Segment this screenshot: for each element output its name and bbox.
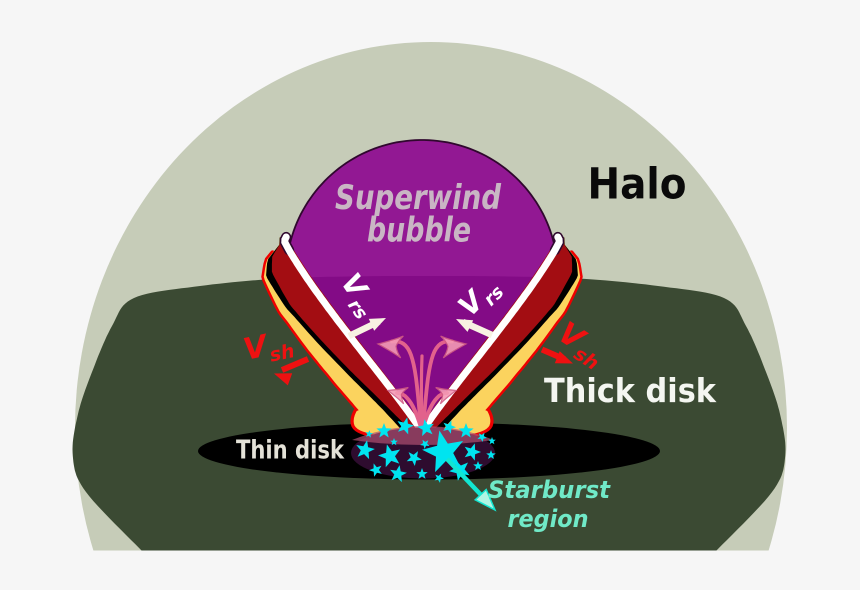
vrs-arrowhead — [456, 319, 474, 332]
starburst-arrow — [445, 457, 497, 512]
star-icon — [416, 468, 428, 479]
vrs-arrow-left — [347, 318, 386, 339]
vsh-subscript: sh — [268, 340, 297, 367]
vsh-arrowhead — [274, 373, 293, 386]
vsh-arrowhead — [554, 351, 573, 364]
outflow-arrowheads — [376, 335, 468, 405]
star-icon — [378, 444, 401, 468]
starburst-label-line2: region — [508, 505, 589, 533]
vsh-arrow-left — [274, 356, 310, 386]
star-icon — [365, 430, 373, 438]
star-icon — [397, 417, 414, 435]
star-icon — [390, 465, 407, 483]
halo-label: Halo — [588, 160, 687, 210]
star-icon — [420, 439, 430, 449]
star-icon — [486, 450, 496, 459]
fountain-stem — [419, 354, 424, 429]
star-icon — [477, 432, 487, 442]
fountain-stem — [390, 339, 423, 428]
star-icon — [376, 423, 392, 438]
starburst-arrow-shaft — [445, 457, 484, 498]
fountain-stem — [421, 339, 454, 428]
starburst-label-line1: Starburst — [488, 476, 611, 504]
star-icon — [464, 443, 481, 461]
shock-shell-right — [421, 231, 583, 447]
thick-disk-label: Thick disk — [544, 371, 717, 410]
vrs-arrowhead — [368, 318, 386, 331]
outflow-arrowhead — [386, 386, 409, 405]
star-icon — [417, 419, 434, 437]
bubble-label-line2: bubble — [367, 211, 471, 251]
figure-clip-group: Superwind bubble Thin disk Vrs Vrs Vsh V… — [72, 42, 787, 551]
outflow-arrowhead — [376, 335, 404, 359]
vsh-arrow-shaft — [280, 356, 310, 373]
shock-shell-left — [261, 231, 423, 447]
star-icon — [422, 430, 464, 473]
star-icon — [473, 461, 483, 470]
star-icon — [458, 423, 474, 438]
bubble-label-line1: Superwind — [335, 178, 502, 218]
starburst-arrowhead — [473, 488, 497, 512]
star-icon — [434, 473, 444, 483]
star-icon — [390, 438, 398, 446]
star-icon — [356, 440, 375, 460]
outflow-arrowhead — [440, 335, 468, 359]
star-icon — [369, 463, 382, 477]
superwind-bubble-region — [285, 140, 559, 432]
star-icon — [406, 451, 422, 466]
thin-disk-label: Thin disk — [236, 436, 345, 466]
bubble-outline — [288, 139, 556, 245]
star-icon — [488, 437, 496, 445]
vrs-arrow-right — [456, 319, 494, 338]
outflow-arrowhead — [435, 386, 458, 405]
vsh-arrow-right — [540, 346, 573, 364]
star-icon — [443, 420, 456, 434]
